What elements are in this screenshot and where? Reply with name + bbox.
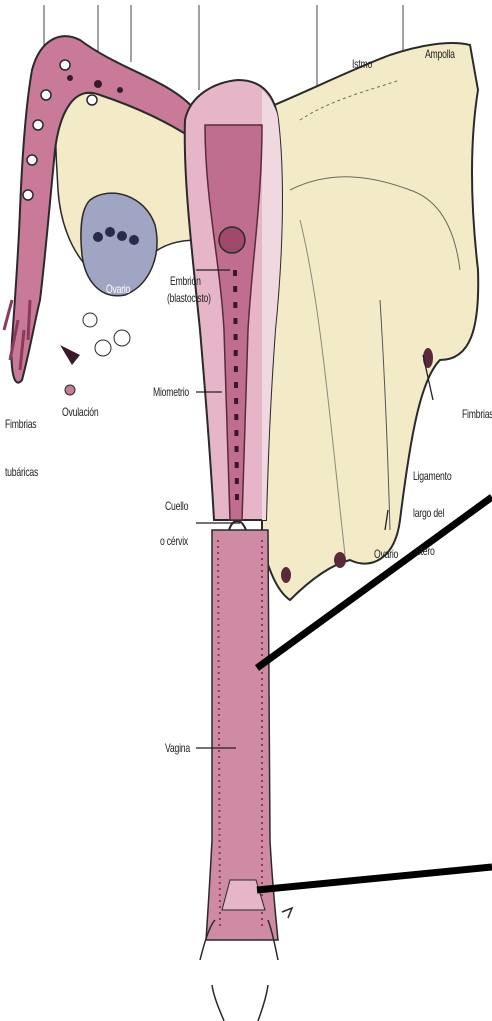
- label-largo-del: largo del: [413, 507, 444, 520]
- right-broad-ligament: [262, 43, 478, 600]
- label-tubaricas: tubáricas: [5, 466, 38, 479]
- label-fimbrias-right: Fimbrias: [462, 408, 492, 421]
- label-ampolla: Ampolla: [425, 48, 455, 61]
- label-ovario-left: Ovario: [106, 283, 130, 296]
- pointer-lower: [257, 867, 492, 890]
- label-fimbrias-left: Fimbrias: [5, 418, 36, 431]
- label-ovulacion: Ovulación: [62, 406, 98, 419]
- label-miometrio: Miometrio: [153, 386, 189, 399]
- label-embrion: Embrión: [170, 275, 201, 288]
- left-ovary: [81, 193, 157, 296]
- blastocyst: [219, 227, 245, 253]
- label-istmo: Istmo: [352, 58, 372, 71]
- label-vagina: Vagina: [165, 742, 190, 755]
- label-ovario-right: Ovario: [374, 548, 398, 561]
- vagina: [206, 530, 278, 940]
- label-utero: útero: [416, 545, 435, 558]
- label-cervix: o cérvix: [160, 535, 188, 548]
- label-cuello: Cuello: [165, 500, 188, 513]
- label-blastocisto: (blastocisto): [167, 292, 211, 305]
- label-ligamento: Ligamento: [413, 470, 451, 483]
